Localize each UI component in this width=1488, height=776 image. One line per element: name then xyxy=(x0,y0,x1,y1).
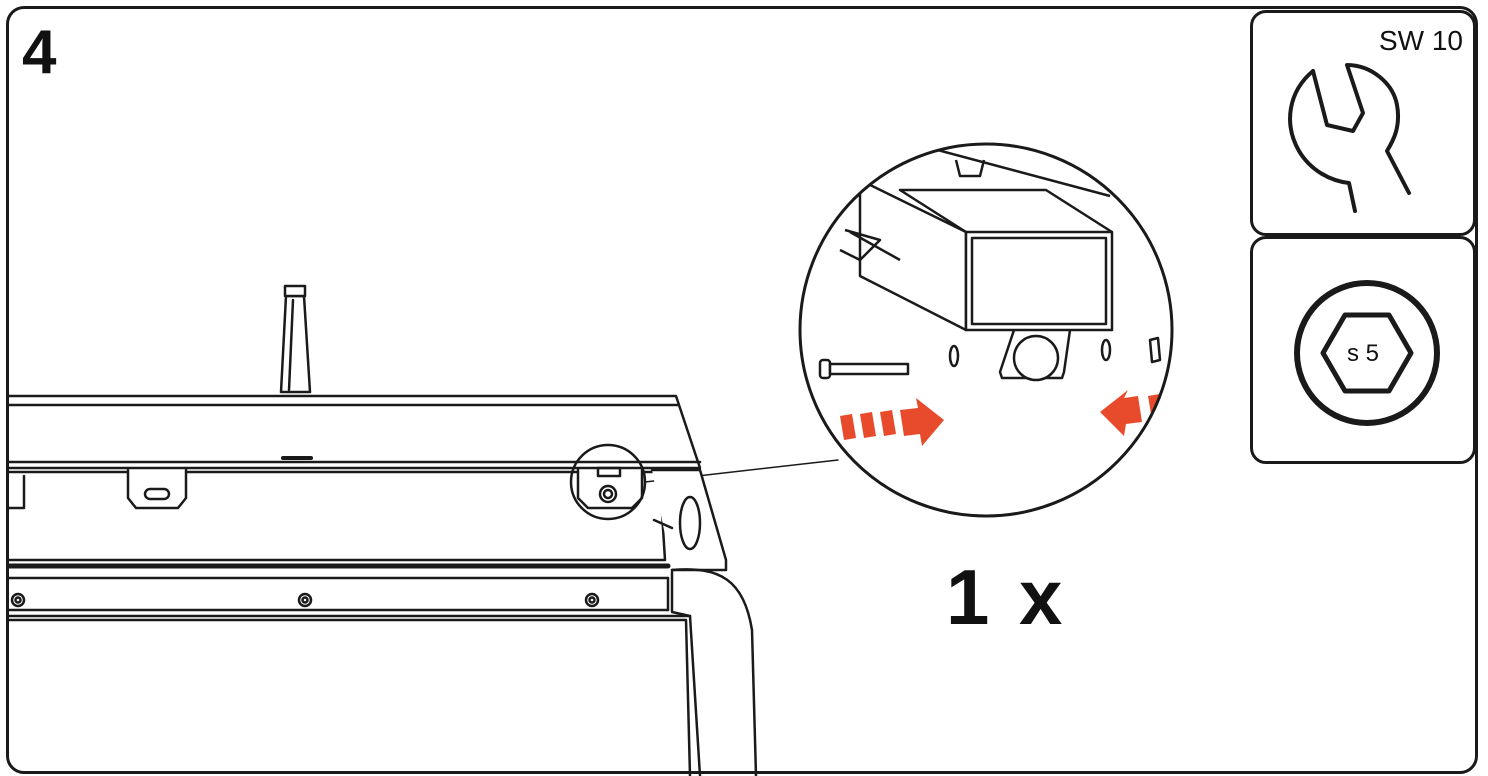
step-number: 4 xyxy=(22,18,57,87)
step-frame xyxy=(6,6,1478,774)
open-end-wrench-icon xyxy=(1288,63,1411,213)
lower-profile xyxy=(6,563,692,776)
detail-circle-outline xyxy=(798,142,1174,518)
hex-socket-icon xyxy=(1294,280,1440,426)
wrench-tool-box: SW 10 xyxy=(1250,10,1476,236)
top-cover xyxy=(7,394,702,470)
insert-arrow-right xyxy=(840,398,944,446)
bolt-part xyxy=(818,358,910,380)
hex-key-tool-box: s 5 xyxy=(1250,236,1476,464)
nut-part xyxy=(1148,336,1162,364)
detail-magnifier xyxy=(818,144,1162,382)
antenna-part xyxy=(279,284,312,394)
washer-left-part xyxy=(948,344,960,368)
washer-right-part xyxy=(1100,338,1112,362)
wrench-size-label: SW 10 xyxy=(1378,25,1463,56)
quantity-label: 1 x xyxy=(946,553,1067,641)
hex-size-label: s 5 xyxy=(1346,340,1379,367)
side-housing xyxy=(650,468,758,776)
